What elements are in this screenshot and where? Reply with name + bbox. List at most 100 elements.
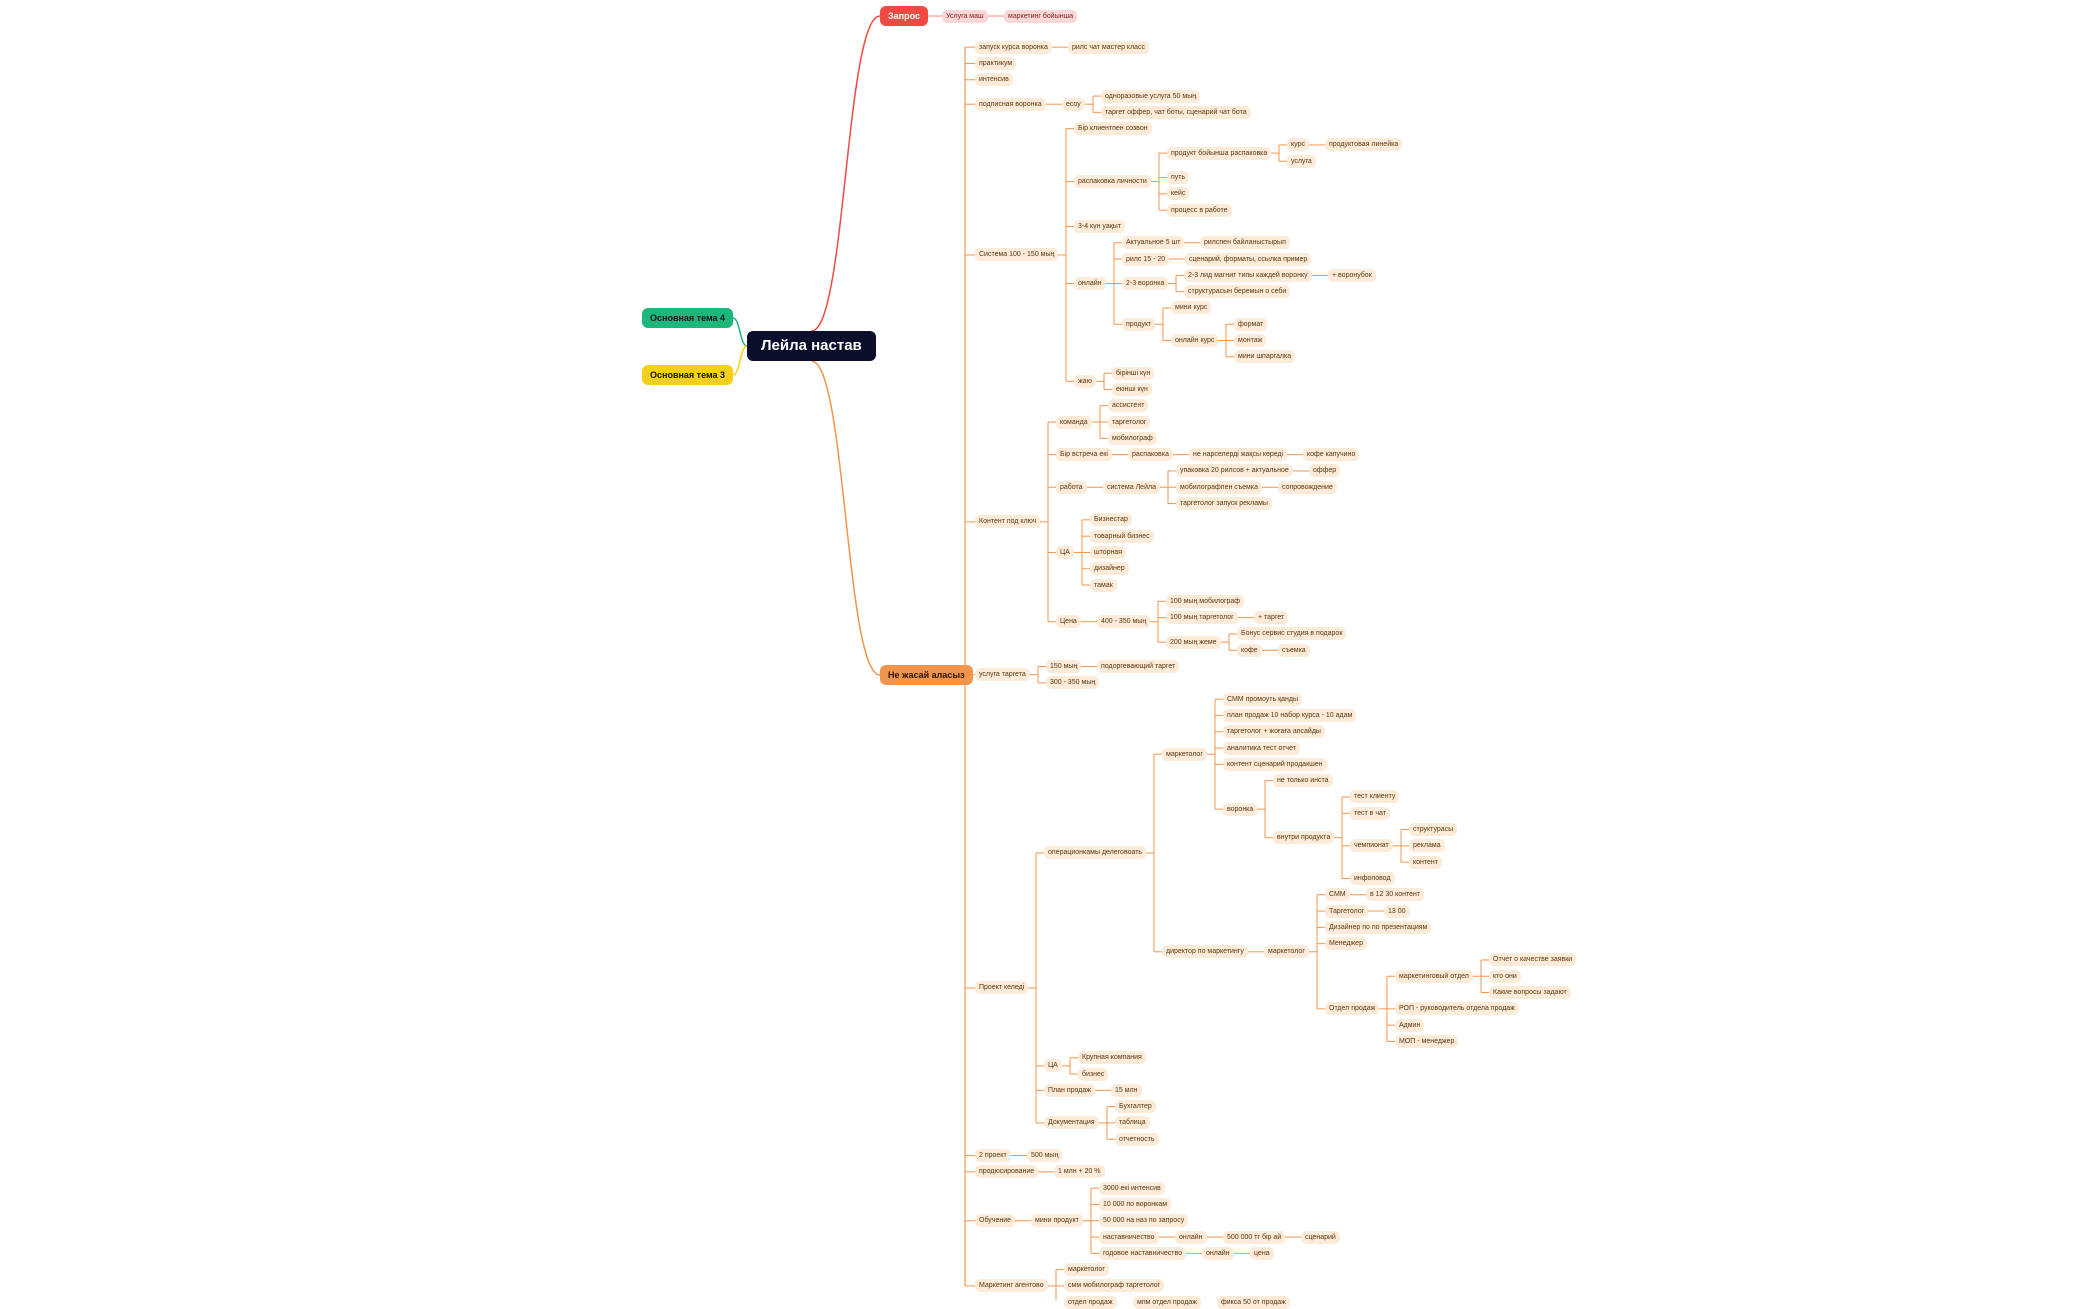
node-300-350-мың[interactable]: 300 - 350 мың (1046, 676, 1100, 690)
node-крупная-компания[interactable]: Крупная компания (1078, 1051, 1146, 1065)
node-подоргевающий-таргет[interactable]: подоргевающий таргет (1097, 660, 1180, 674)
node-отчетность[interactable]: отчетность (1115, 1132, 1159, 1146)
node-маркетолог[interactable]: маркетолог (1264, 945, 1309, 959)
node-распаковка[interactable]: распаковка (1128, 448, 1173, 462)
node-таргет-оффер-чат-боты-сценарий-чат-бота[interactable]: таргет оффер, чат боты, сценарий чат бот… (1101, 105, 1251, 119)
node-обучение[interactable]: Обучение (975, 1214, 1016, 1228)
node-реклама[interactable]: реклама (1409, 839, 1445, 853)
node-продукт-бойынша-распаковка[interactable]: продукт бойынша распаковка (1167, 146, 1272, 160)
node-бизнестар[interactable]: Бизнестар (1090, 513, 1132, 527)
node-сценарий[interactable]: сценарий (1301, 1230, 1340, 1244)
node-не-только-инста[interactable]: не только инста (1273, 774, 1333, 788)
node-контент-под-ключ[interactable]: Контент под ключ (975, 515, 1041, 529)
node-контент-сценарий-продакшен[interactable]: контент сценарий продакшен (1223, 757, 1327, 771)
node-3-4-күн-уақыт[interactable]: 3-4 күн уақыт (1074, 219, 1126, 233)
node-2-проект[interactable]: 2 проект (975, 1149, 1011, 1163)
node-годовое-наставничество[interactable]: годовое наставничество (1099, 1246, 1187, 1260)
node-400-350-мың[interactable]: 400 - 350 мың (1097, 615, 1151, 629)
node-путь[interactable]: путь (1167, 171, 1190, 185)
root-topic[interactable]: Лейла настав (747, 331, 876, 361)
node-система-лейла[interactable]: система Лейла (1103, 480, 1160, 494)
node-проект-келеді[interactable]: Проект келеді (975, 981, 1029, 995)
node-формат[interactable]: формат (1234, 317, 1268, 331)
node-услуга-маш[interactable]: Услуга маш (942, 9, 988, 23)
node-таргетолог-запуск-рекламы[interactable]: таргетолог запуск рекламы (1176, 497, 1272, 511)
node-структурасын-беремын-о-себи[interactable]: структурасын беремын о себи (1184, 285, 1291, 299)
node-мини-шпаргалка[interactable]: мини шпаргалка (1234, 350, 1296, 364)
node-продукт[interactable]: продукт (1122, 317, 1156, 331)
node-курс[interactable]: курс (1287, 138, 1309, 152)
branch-ne-zhasai[interactable]: Не жасай аласыз (880, 665, 973, 685)
node-15-млн[interactable]: 15 млн (1111, 1083, 1142, 1097)
node-актуальное-5-шт[interactable]: Актуальное 5 шт (1122, 236, 1185, 250)
node-монтаж[interactable]: монтаж (1234, 334, 1267, 348)
node-команда[interactable]: команда (1056, 415, 1092, 429)
node-подписная-воронка[interactable]: подписная воронка (975, 97, 1046, 111)
node-150-мың[interactable]: 150 мың (1046, 660, 1082, 674)
node-500-мың[interactable]: 500 мың (1027, 1149, 1063, 1163)
node-50-000-на-наз-по-запросу[interactable]: 50 000 на наз по запросу (1099, 1214, 1189, 1228)
node-маркетолог[interactable]: маркетолог (1162, 747, 1207, 761)
node-не-нарселерді-жақсы-көреді[interactable]: не нарселерді жақсы көреді (1189, 448, 1288, 462)
node-екінші-күн[interactable]: екінші күн (1112, 382, 1152, 396)
node-в-12-30-контент[interactable]: в 12 30 контент (1366, 888, 1425, 902)
left-topic-1[interactable]: Основная тема 4 (642, 308, 734, 328)
node-моп-менеджер[interactable]: МОП - менеджер (1395, 1034, 1459, 1048)
branch-zapros[interactable]: Запрос (880, 6, 928, 26)
node-кофе[interactable]: кофе (1237, 643, 1262, 657)
node-чемпионат[interactable]: чемпионат (1350, 839, 1393, 853)
node-тест-в-чат[interactable]: тест в чат (1350, 806, 1390, 820)
node-рилс-чат-мастер-класс[interactable]: рилс чат мастер класс (1068, 40, 1150, 54)
node-маркетинг-агентово[interactable]: Маркетинг агентово (975, 1279, 1048, 1293)
node-3000-екі-интенсив[interactable]: 3000 екі интенсив (1099, 1181, 1165, 1195)
node-оффер[interactable]: оффер (1309, 464, 1341, 478)
node-кто-они[interactable]: кто они (1489, 969, 1521, 983)
node-мобилографпен-съемка[interactable]: мобилографпен съемка (1176, 480, 1262, 494)
node-таргетолог[interactable]: таргетолог (1108, 415, 1151, 429)
node-10-000-по-воронкам[interactable]: 10 000 по воронкам (1099, 1197, 1172, 1211)
node-структурасы[interactable]: структурасы (1409, 823, 1458, 837)
node-наставничество[interactable]: наставничество (1099, 1230, 1159, 1244)
node-2-3-лид-магнит-типы-каждей-воронку[interactable]: 2-3 лид магнит типы каждей воронку (1184, 268, 1312, 282)
node-какие-вопросы-задают[interactable]: Какие вопросы задают (1489, 986, 1571, 1000)
node-тест-клиенту[interactable]: тест клиенту (1350, 790, 1400, 804)
node-воронубок[interactable]: + воронубок (1328, 268, 1376, 282)
node-маркетинговый-отдел[interactable]: маркетинговый отдел (1395, 969, 1473, 983)
node-практикум[interactable]: практикум (975, 56, 1017, 70)
node-съемка[interactable]: съемка (1278, 643, 1310, 657)
node-документация[interactable]: Документация (1044, 1116, 1099, 1130)
node-директор-по-маркетингу[interactable]: директор по маркетингу (1162, 945, 1248, 959)
left-topic-2[interactable]: Основная тема 3 (642, 365, 734, 385)
node-тамак[interactable]: тамак (1090, 578, 1117, 592)
node-интенсив[interactable]: интенсив (975, 73, 1013, 87)
node-смм-мобилограф-таргетолог[interactable]: смм мобилограф таргетолог (1064, 1279, 1165, 1293)
node-рилс-15-20[interactable]: рилс 15 - 20 (1122, 252, 1170, 266)
node-таблица[interactable]: таблица (1115, 1116, 1150, 1130)
node-маркетолог[interactable]: маркетолог (1064, 1263, 1109, 1277)
node-ца[interactable]: ЦА (1044, 1059, 1062, 1073)
node-бухгалтер[interactable]: Бухгалтер (1115, 1100, 1156, 1114)
node-продуктовая-линейка[interactable]: продуктовая линейка (1325, 138, 1403, 152)
node-таргет[interactable]: + таргет (1254, 611, 1289, 625)
node-200-мың-жеме[interactable]: 200 мың жеме (1166, 635, 1221, 649)
node-распаковка-личности[interactable]: распаковка личности (1074, 175, 1151, 189)
node-админ[interactable]: Админ (1395, 1018, 1425, 1032)
node-запуск-курса-воронка[interactable]: запуск курса воронка (975, 40, 1052, 54)
node-онлайн[interactable]: онлайн (1074, 277, 1106, 290)
node-онлайн[interactable]: онлайн (1202, 1246, 1234, 1260)
node-мини-продукт[interactable]: мини продукт (1031, 1214, 1083, 1228)
node-роп-руководитель-отдела-продаж[interactable]: РОП - руководитель отдела продаж (1395, 1002, 1519, 1016)
node-продюсирование[interactable]: продюсирование (975, 1165, 1039, 1179)
node-одноразовые-услуга-50-мың[interactable]: одноразовые услуга 50 мың (1101, 89, 1201, 103)
node-менеджер[interactable]: Менеджер (1325, 937, 1367, 951)
node-таргетолог[interactable]: Таргетолог (1325, 904, 1369, 918)
node-ца[interactable]: ЦА (1056, 545, 1074, 559)
node-сценарий-форматы-ссылка-пример[interactable]: сценарий, форматы, ссылка пример (1185, 252, 1312, 266)
node-100-мың-мобилограф[interactable]: 100 мың мобилограф (1166, 594, 1245, 608)
node-кофе-капучино[interactable]: кофе капучино (1303, 448, 1360, 462)
node-внутри-продукта[interactable]: внутри продукта (1273, 831, 1335, 845)
node-цена[interactable]: цена (1250, 1246, 1274, 1260)
node-работа[interactable]: работа (1056, 480, 1087, 494)
node-упаковка-20-рилсов-актуальное[interactable]: упаковка 20 рилсов + актуальное (1176, 464, 1293, 478)
node-онлайн-курс[interactable]: онлайн курс (1171, 334, 1219, 348)
